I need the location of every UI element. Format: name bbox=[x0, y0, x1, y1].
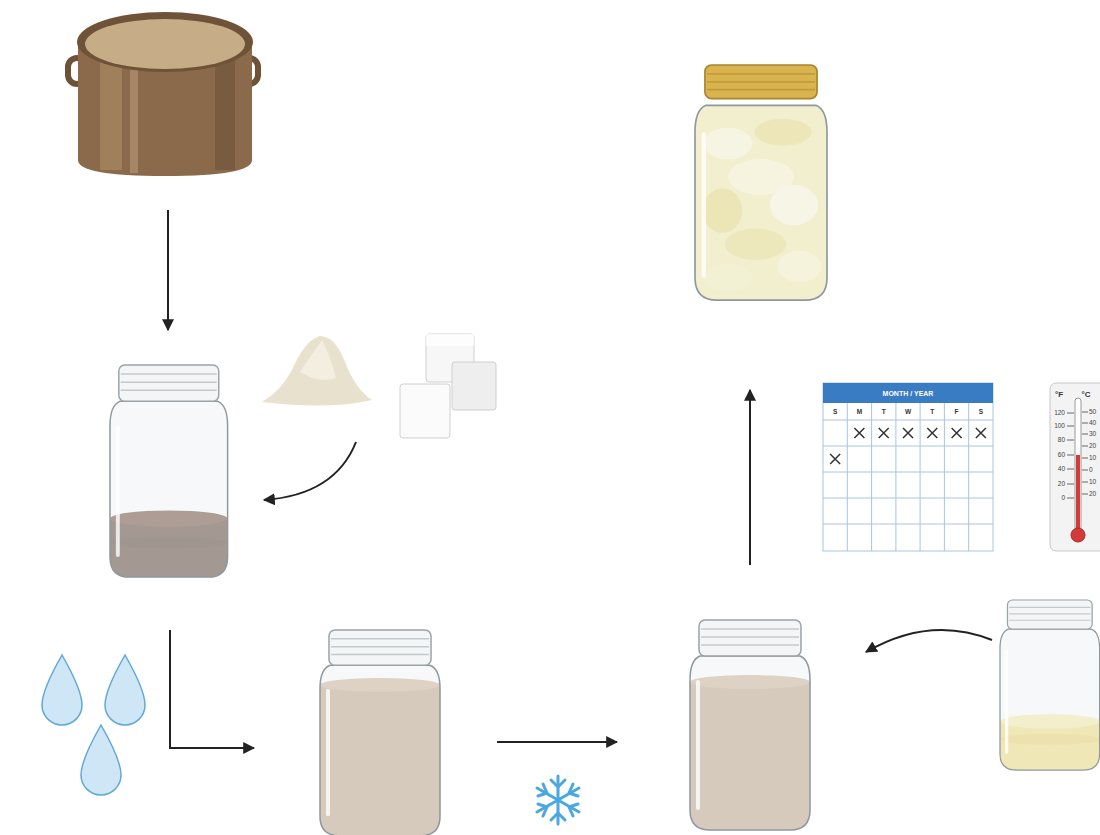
thermometer-scale: 20 bbox=[1089, 491, 1096, 498]
calendar-text: W bbox=[905, 409, 911, 416]
calendar-icon-part bbox=[823, 420, 993, 524]
flour-pile-part bbox=[262, 336, 372, 406]
water-drops-part bbox=[81, 725, 121, 795]
starter-jar-part bbox=[119, 365, 219, 401]
thermometer-icon-part bbox=[1050, 383, 1100, 551]
calendar-icon-part bbox=[903, 428, 913, 438]
calendar-icon-part bbox=[854, 428, 864, 438]
calendar-icon-part bbox=[823, 383, 993, 551]
thermometer-icon-part bbox=[1082, 412, 1088, 494]
calendar-text: S bbox=[979, 409, 983, 416]
calendar-text: T bbox=[882, 409, 886, 416]
mixture-jar-part bbox=[329, 630, 431, 665]
thermometer-scale: 20 bbox=[1089, 443, 1096, 450]
mixture-jar bbox=[320, 630, 440, 835]
culture-jar-part bbox=[1000, 629, 1100, 770]
thermometer-scale: 40 bbox=[1058, 466, 1065, 473]
cooking-pot-part bbox=[77, 12, 253, 72]
thermometer-scale: 40 bbox=[1089, 420, 1096, 427]
thermometer-scale: 60 bbox=[1058, 452, 1065, 459]
snowflake-icon-part bbox=[551, 780, 565, 820]
culture-jar bbox=[1000, 600, 1100, 772]
thermometer-icon-part bbox=[1067, 413, 1074, 498]
product-jar bbox=[695, 65, 827, 305]
thermometer-scale: 100 bbox=[1054, 423, 1065, 430]
snowflake-icon bbox=[537, 776, 579, 824]
thermometer-scale: 10 bbox=[1089, 455, 1096, 462]
thermometer-icon-part bbox=[1075, 398, 1081, 530]
starter-jar-part bbox=[110, 401, 228, 577]
calendar-icon-part bbox=[823, 383, 993, 403]
calendar-icon bbox=[823, 383, 993, 551]
thermometer-scale: 0 bbox=[1061, 495, 1065, 502]
cooled-jar bbox=[690, 620, 810, 835]
thermometer-scale: °C bbox=[1082, 391, 1091, 399]
thermometer-icon-part bbox=[1076, 455, 1080, 531]
thermometer-scale: °F bbox=[1055, 391, 1063, 399]
product-jar-part bbox=[695, 105, 827, 300]
thermometer-box: °F°C120100806040200504030201001020 bbox=[1050, 383, 1100, 551]
chill-arrow bbox=[497, 741, 617, 743]
calendar-box: MONTH / YEAR S M T W T F S bbox=[823, 383, 993, 551]
thermometer-scale: 10 bbox=[1089, 479, 1096, 486]
thermometer-scale: 0 bbox=[1089, 467, 1093, 474]
thermometer-icon bbox=[1050, 383, 1100, 551]
water-drops bbox=[42, 655, 145, 795]
calendar-icon-part bbox=[976, 428, 986, 438]
sugar-cubes-part bbox=[452, 362, 496, 410]
calendar-icon-part bbox=[847, 403, 968, 551]
snowflake-icon-part bbox=[538, 804, 578, 816]
flour-pile bbox=[262, 336, 372, 406]
inoculate-arrow bbox=[866, 630, 992, 652]
calendar-icon-part bbox=[830, 428, 986, 464]
snowflake-icon-part bbox=[538, 784, 578, 796]
cooking-pot bbox=[68, 12, 258, 176]
calendar-text: M bbox=[857, 409, 862, 416]
thermometer-scale: 20 bbox=[1058, 481, 1065, 488]
cooled-jar-part bbox=[690, 656, 810, 830]
starter-jar bbox=[110, 365, 228, 579]
dilute-arrow bbox=[170, 630, 254, 748]
sugar-cubes bbox=[400, 334, 496, 438]
calendar-text: S bbox=[833, 409, 837, 416]
calendar-icon-part bbox=[952, 428, 962, 438]
sugar-cubes-part bbox=[400, 384, 450, 438]
mixture-jar-part bbox=[320, 665, 440, 835]
calendar-icon-part bbox=[927, 428, 937, 438]
thermometer-scale: 120 bbox=[1054, 410, 1065, 417]
cooled-jar-part bbox=[699, 620, 801, 656]
product-jar-part bbox=[705, 65, 817, 99]
calendar-text: MONTH / YEAR bbox=[883, 390, 934, 397]
ferment-arrow bbox=[749, 390, 751, 565]
thermometer-scale: 30 bbox=[1089, 431, 1096, 438]
thermometer-scale: 80 bbox=[1058, 437, 1065, 444]
calendar-icon-part bbox=[830, 454, 840, 464]
water-drops-part bbox=[105, 655, 145, 725]
calendar-text: F bbox=[955, 409, 959, 416]
sugar-cubes-part bbox=[426, 334, 474, 346]
product-jar-part bbox=[695, 103, 827, 305]
culture-jar-part bbox=[1007, 600, 1092, 629]
add-arrow bbox=[264, 442, 356, 500]
product-jar-part bbox=[695, 103, 827, 305]
calendar-text: T bbox=[930, 409, 934, 416]
flour-pile-part bbox=[300, 340, 336, 380]
calendar-icon-part bbox=[879, 428, 889, 438]
water-drops-part bbox=[42, 655, 82, 725]
process-arrow bbox=[167, 210, 169, 330]
cooking-pot-part bbox=[85, 19, 245, 69]
snowflake-icon-part bbox=[537, 776, 579, 824]
thermometer-scale: 50 bbox=[1089, 409, 1096, 416]
thermometer-icon-part bbox=[1071, 528, 1085, 542]
